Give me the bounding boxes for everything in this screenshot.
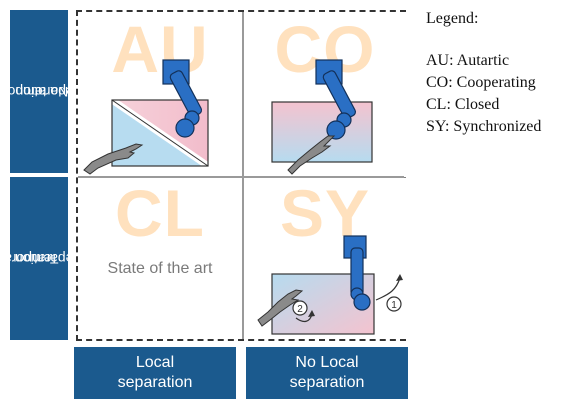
quadrant-letters: AU	[111, 12, 209, 86]
column-label-local-separation: Local separation	[74, 347, 236, 399]
quadrant-au: AU	[78, 12, 242, 176]
step-1-label: 1	[391, 300, 397, 311]
legend-item-sy: SY: Synchronized	[426, 118, 542, 135]
quadrant-letters: CL	[115, 178, 205, 250]
quadrant-co: CO	[244, 12, 406, 176]
co-illustration	[271, 59, 373, 175]
legend-title: Legend:	[426, 10, 479, 27]
quadrant-grid: AU CO	[76, 10, 406, 341]
column-label-no-local-separation: No Local separation	[246, 347, 408, 399]
human-hand	[83, 143, 144, 175]
legend-item-cl: CL: Closed	[426, 96, 500, 113]
column-label-line: Local	[135, 354, 175, 371]
legend: Legend: AU: Autartic CO: Cooperating CL:…	[426, 8, 586, 138]
column-label-line: separation	[289, 374, 365, 391]
legend-item-co: CO: Cooperating	[426, 74, 536, 91]
state-of-the-art-caption: State of the art	[107, 260, 213, 277]
robot-gripper	[326, 120, 346, 140]
sy-illustration: 1 2	[257, 235, 403, 335]
horizontal-divider	[78, 176, 404, 178]
column-label-line: separation	[117, 374, 193, 391]
au-illustration	[83, 59, 210, 175]
row-label-temporal-separation: Temporal separation	[1, 177, 81, 340]
robot-gripper	[353, 293, 371, 311]
quadrant-letters: SY	[279, 178, 371, 250]
robot-arm	[322, 70, 357, 119]
step-2-label: 2	[297, 304, 303, 315]
step-2-marker	[292, 300, 308, 316]
robot-gripper	[175, 118, 195, 138]
step-1-marker	[386, 296, 402, 312]
human-hand	[287, 135, 336, 175]
quadrant-sy: SY 1 2	[244, 178, 406, 339]
row-label-line: separation	[15, 250, 81, 267]
shared-workspace	[271, 101, 373, 163]
quadrant-cl: CL State of the art	[78, 178, 242, 339]
arrow-1-icon	[375, 277, 401, 301]
vertical-divider	[242, 12, 244, 339]
human-hand	[257, 289, 304, 327]
column-label-line: No Local	[295, 354, 359, 371]
legend-item-au: AU: Autartic	[426, 52, 510, 69]
row-label-line: separation	[15, 83, 81, 100]
row-label-no-temporal-separation: No temporal separation	[0, 10, 81, 173]
